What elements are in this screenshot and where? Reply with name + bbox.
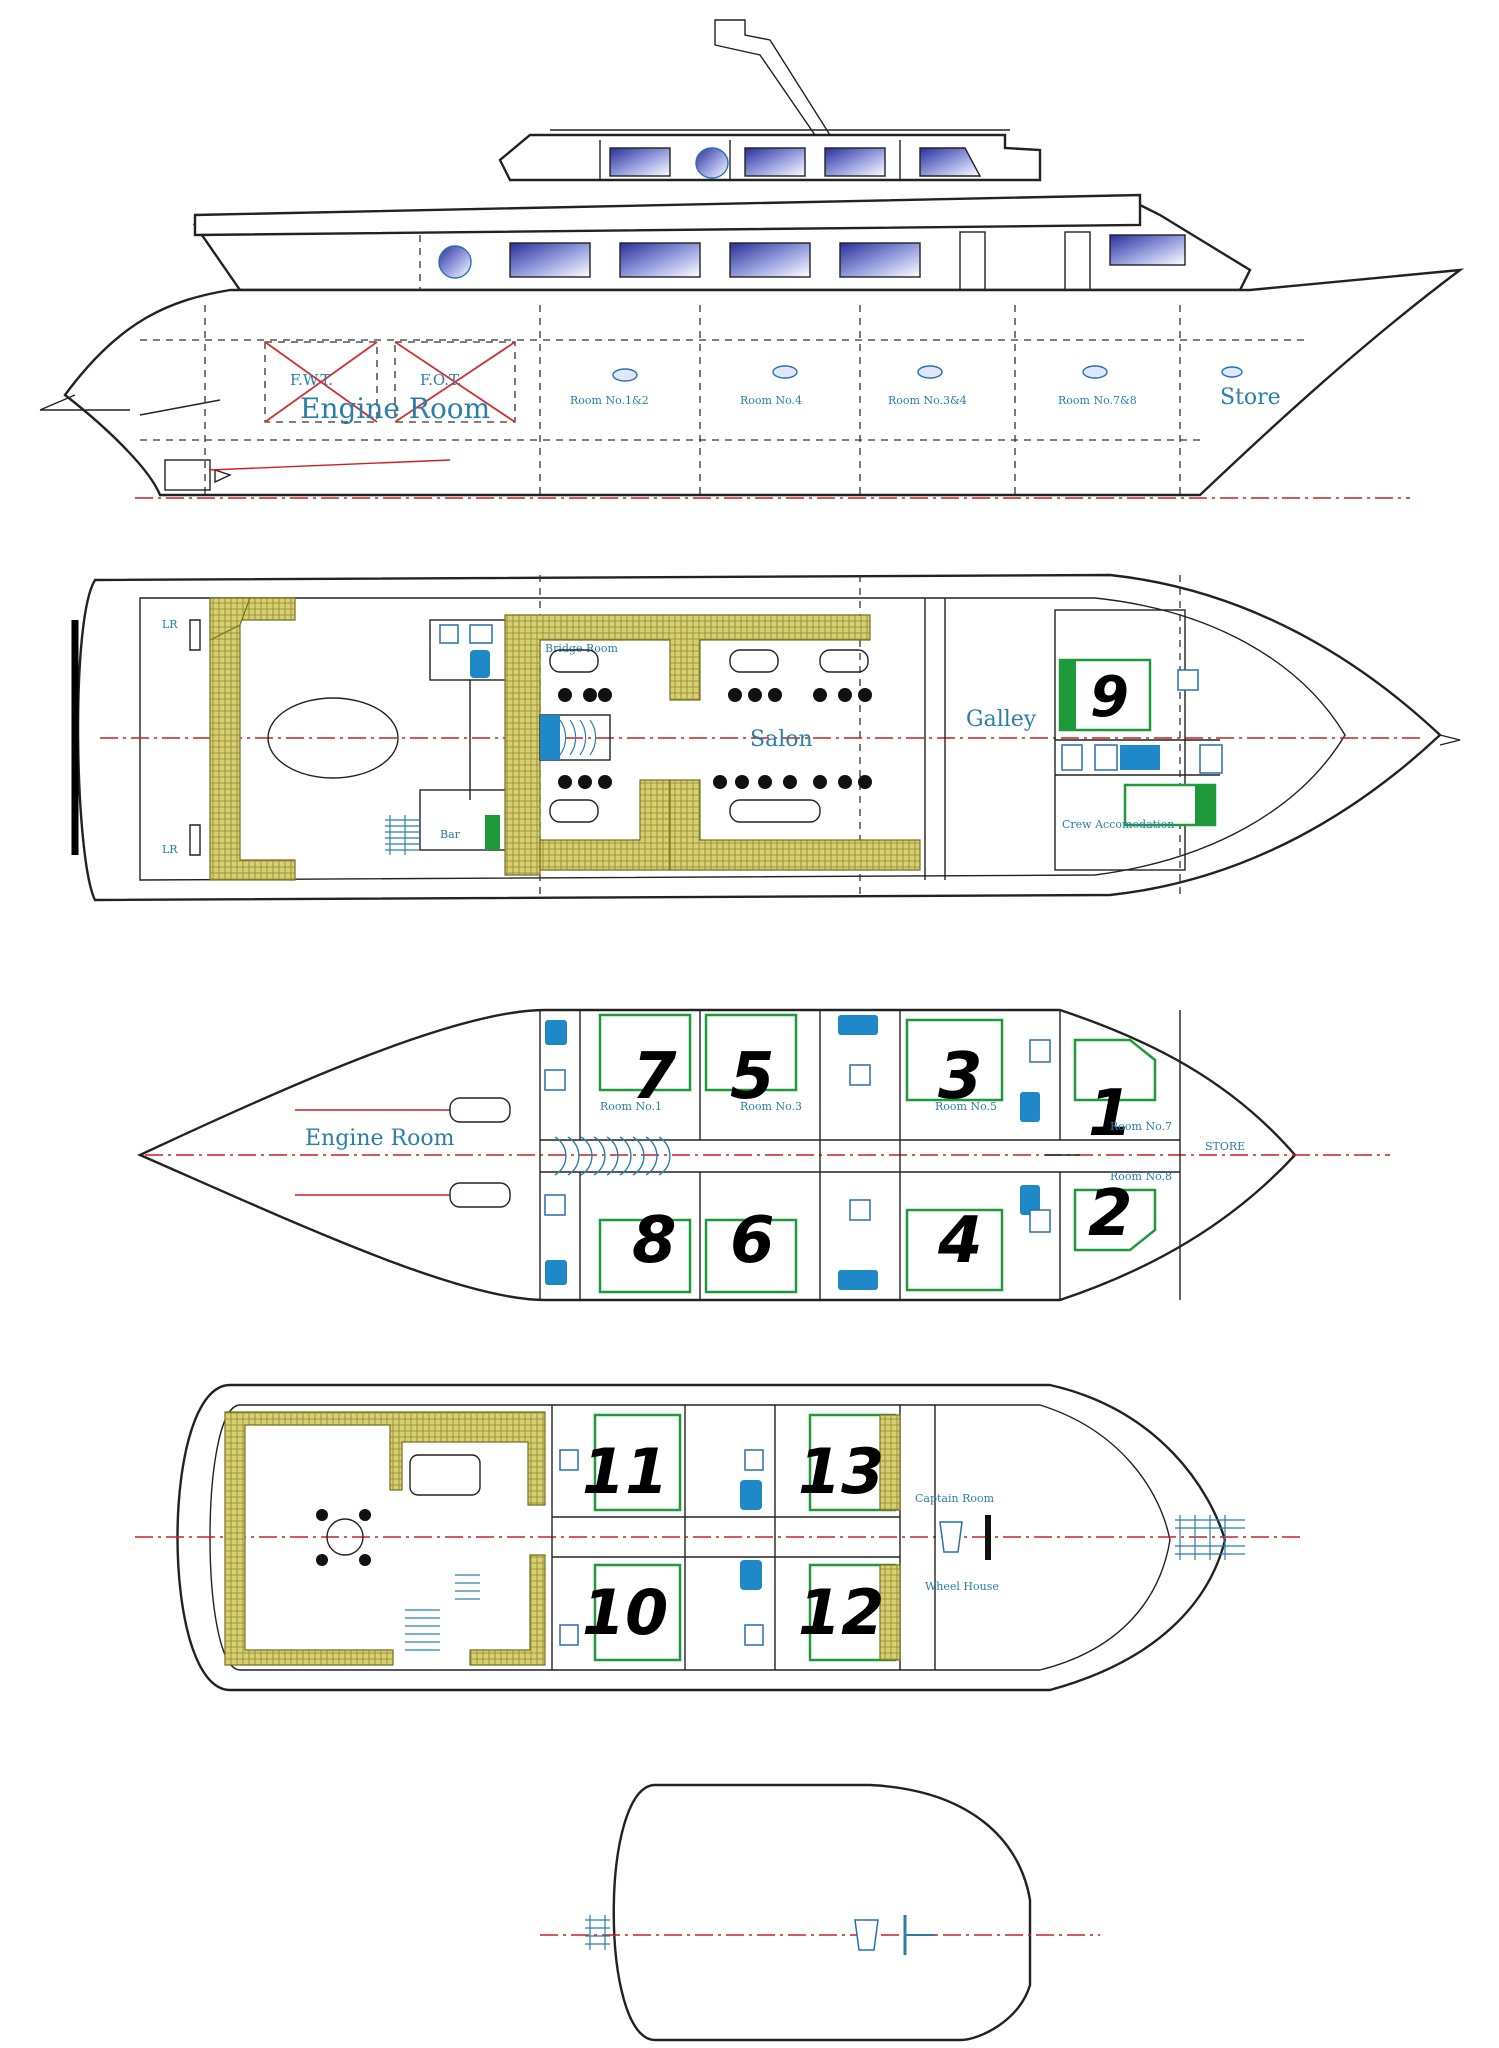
cabin-number-2: 2 [1088,1177,1133,1251]
lower-deck-plan: Engine Room [137,1008,1390,1302]
room-label-7-8: Room No.7&8 [1058,394,1137,407]
room-label-lower-3: Room No.3 [740,1100,802,1113]
crew-label: Crew Accomodation [1062,818,1174,831]
salon-chairs [558,688,872,789]
room-label-3-4: Room No.3&4 [888,394,967,407]
captain-room-label: Captain Room [915,1492,995,1505]
engine-room-label: Engine Room [300,392,490,425]
svg-text:LR: LR [162,618,178,631]
room-label-1-2: Room No.1&2 [570,394,649,407]
sun-deck-plan [540,1783,1100,2042]
cabin-number-4: 4 [937,1204,983,1278]
wheel-house-label: Wheel House [925,1580,999,1593]
salon-label: Salon [750,727,813,752]
cabin-number-12: 12 [798,1576,884,1649]
store-label: Store [1220,385,1281,410]
lower-engine-room-label: Engine Room [305,1126,455,1151]
room-label-lower-8: Room No.8 [1110,1170,1172,1183]
svg-text:LR: LR [162,843,178,856]
cabin-number-8: 8 [632,1204,677,1278]
room-label-4: Room No.4 [740,394,802,407]
cabin-number-10: 10 [582,1576,668,1649]
upper-deck-plan: 11 13 10 12 Captain Room Wheel House [135,1383,1300,1692]
galley-label: Galley [966,707,1037,732]
side-elevation: F.W.T. F.O.T. Engine Room Room No.1&2 Ro… [39,19,1465,499]
cabin-number-13: 13 [798,1435,884,1508]
main-deck-plan: LR LR Bar Bridge Room [71,573,1461,902]
room-label-lower-7: Room No.7 [1110,1120,1172,1133]
fwt-label: F.W.T. [290,371,333,389]
cabin-number-11: 11 [582,1435,668,1508]
cabin-number-1: 1 [1088,1077,1133,1151]
cabin-number-9: 9 [1090,665,1129,730]
bar-label: Bar [440,828,461,841]
cabin-number-5: 5 [730,1040,775,1114]
room-label-lower-5: Room No.5 [935,1100,997,1113]
lower-store-label: STORE [1205,1140,1245,1153]
cabin-number-6: 6 [730,1204,775,1278]
cabin-number-7: 7 [632,1040,677,1114]
bridge-label: Bridge Room [545,642,618,655]
fot-label: F.O.T. [420,371,462,389]
cabin-number-3: 3 [938,1040,983,1114]
room-label-lower-1: Room No.1 [600,1100,662,1113]
